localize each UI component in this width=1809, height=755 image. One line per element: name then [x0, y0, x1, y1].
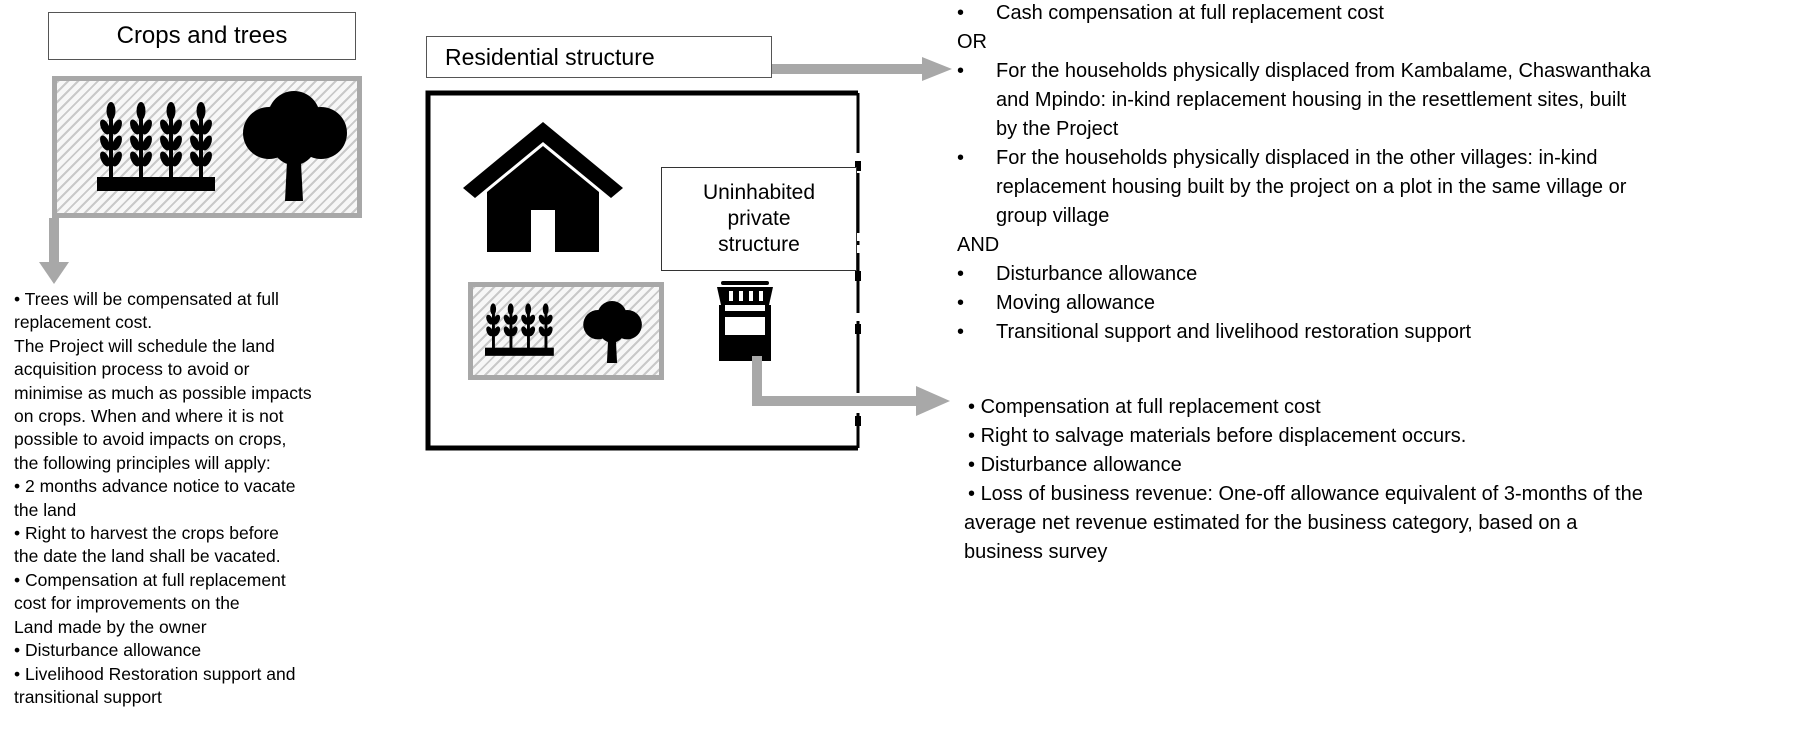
- wheat-icon: [485, 303, 554, 356]
- residential-crops-panel: [468, 282, 664, 380]
- crops-note-line: • Trees will be compensated at full: [14, 289, 279, 309]
- crops-title-box: Crops and trees: [48, 12, 356, 60]
- crops-note-line: the date the land shall be vacated.: [14, 546, 281, 567]
- residential-right-arrow: [772, 57, 952, 81]
- entitlement-item: Disturbance allowance: [968, 451, 1643, 480]
- entitlement-item: Right to salvage materials before displa…: [968, 422, 1643, 451]
- tree-icon: [243, 91, 347, 201]
- entitlement-item: Moving allowance: [957, 289, 1651, 318]
- shop-icon: [717, 281, 773, 361]
- uninhabited-entitlements: Compensation at full replacement cost Ri…: [968, 393, 1643, 509]
- uninhabited-entitlements-continuation: average net revenue estimated for the bu…: [964, 509, 1577, 567]
- residential-title: Residential structure: [445, 43, 655, 70]
- uninhabited-label-box: Uninhabited private structure: [661, 167, 857, 271]
- crops-note-line: • Livelihood Restoration support and: [14, 663, 296, 684]
- crops-note-line: the following principles will apply:: [14, 452, 271, 473]
- residential-title-box: Residential structure: [426, 36, 772, 78]
- crops-note-line: • Compensation at full replacement: [14, 569, 286, 590]
- continuation-line: business survey: [964, 541, 1108, 563]
- entitlement-item: Loss of business revenue: One-off allowa…: [968, 480, 1643, 509]
- residential-plot-frame: [425, 90, 861, 451]
- crops-note-line: on crops. When and where it is not: [14, 406, 284, 427]
- uninhabited-label-line: structure: [718, 233, 800, 256]
- house-icon: [463, 122, 623, 252]
- crops-note-line: The Project will schedule the land: [14, 335, 275, 356]
- crops-note-line: minimise as much as possible impacts: [14, 382, 312, 403]
- crops-image-panel: [52, 76, 362, 218]
- uninhabited-right-arrow: [752, 356, 950, 416]
- entitlement-item: Compensation at full replacement cost: [968, 393, 1643, 422]
- crops-note-line: • Right to harvest the crops before: [14, 523, 279, 544]
- continuation-line: average net revenue estimated for the bu…: [964, 512, 1578, 534]
- wheat-icon: [97, 102, 215, 191]
- crops-note-line: • 2 months advance notice to vacate: [14, 476, 296, 497]
- residential-entitlements: Cash compensation at full replacement co…: [957, 0, 1651, 347]
- crops-note-line: the land: [14, 499, 77, 520]
- uninhabited-label-line: private: [727, 207, 791, 230]
- entitlement-item: Cash compensation at full replacement co…: [957, 0, 1651, 28]
- crops-entitlements: • Trees will be compensated at full repl…: [14, 288, 312, 709]
- crops-down-arrow: [39, 218, 69, 284]
- crops-note-line: Land made by the owner: [14, 616, 207, 637]
- and-label: AND: [957, 234, 1000, 256]
- crops-note-line: replacement cost.: [14, 312, 153, 333]
- crops-note-line: cost for improvements on the: [14, 593, 240, 614]
- entitlement-item: Transitional support and livelihood rest…: [957, 318, 1651, 347]
- crops-note-line: possible to avoid impacts on crops,: [14, 429, 287, 450]
- entitlement-item: Disturbance allowance: [957, 260, 1651, 289]
- crops-note-line: transitional support: [14, 686, 162, 707]
- crops-note-line: acquisition process to avoid or: [14, 359, 250, 380]
- crops-title: Crops and trees: [116, 22, 288, 49]
- or-label: OR: [957, 31, 987, 53]
- entitlement-item: For the households physically displaced …: [957, 144, 1651, 231]
- uninhabited-label-line: Uninhabited: [702, 181, 816, 204]
- entitlement-item: For the households physically displaced …: [957, 57, 1651, 144]
- tree-icon: [583, 301, 642, 363]
- crops-note-line: • Disturbance allowance: [14, 640, 202, 661]
